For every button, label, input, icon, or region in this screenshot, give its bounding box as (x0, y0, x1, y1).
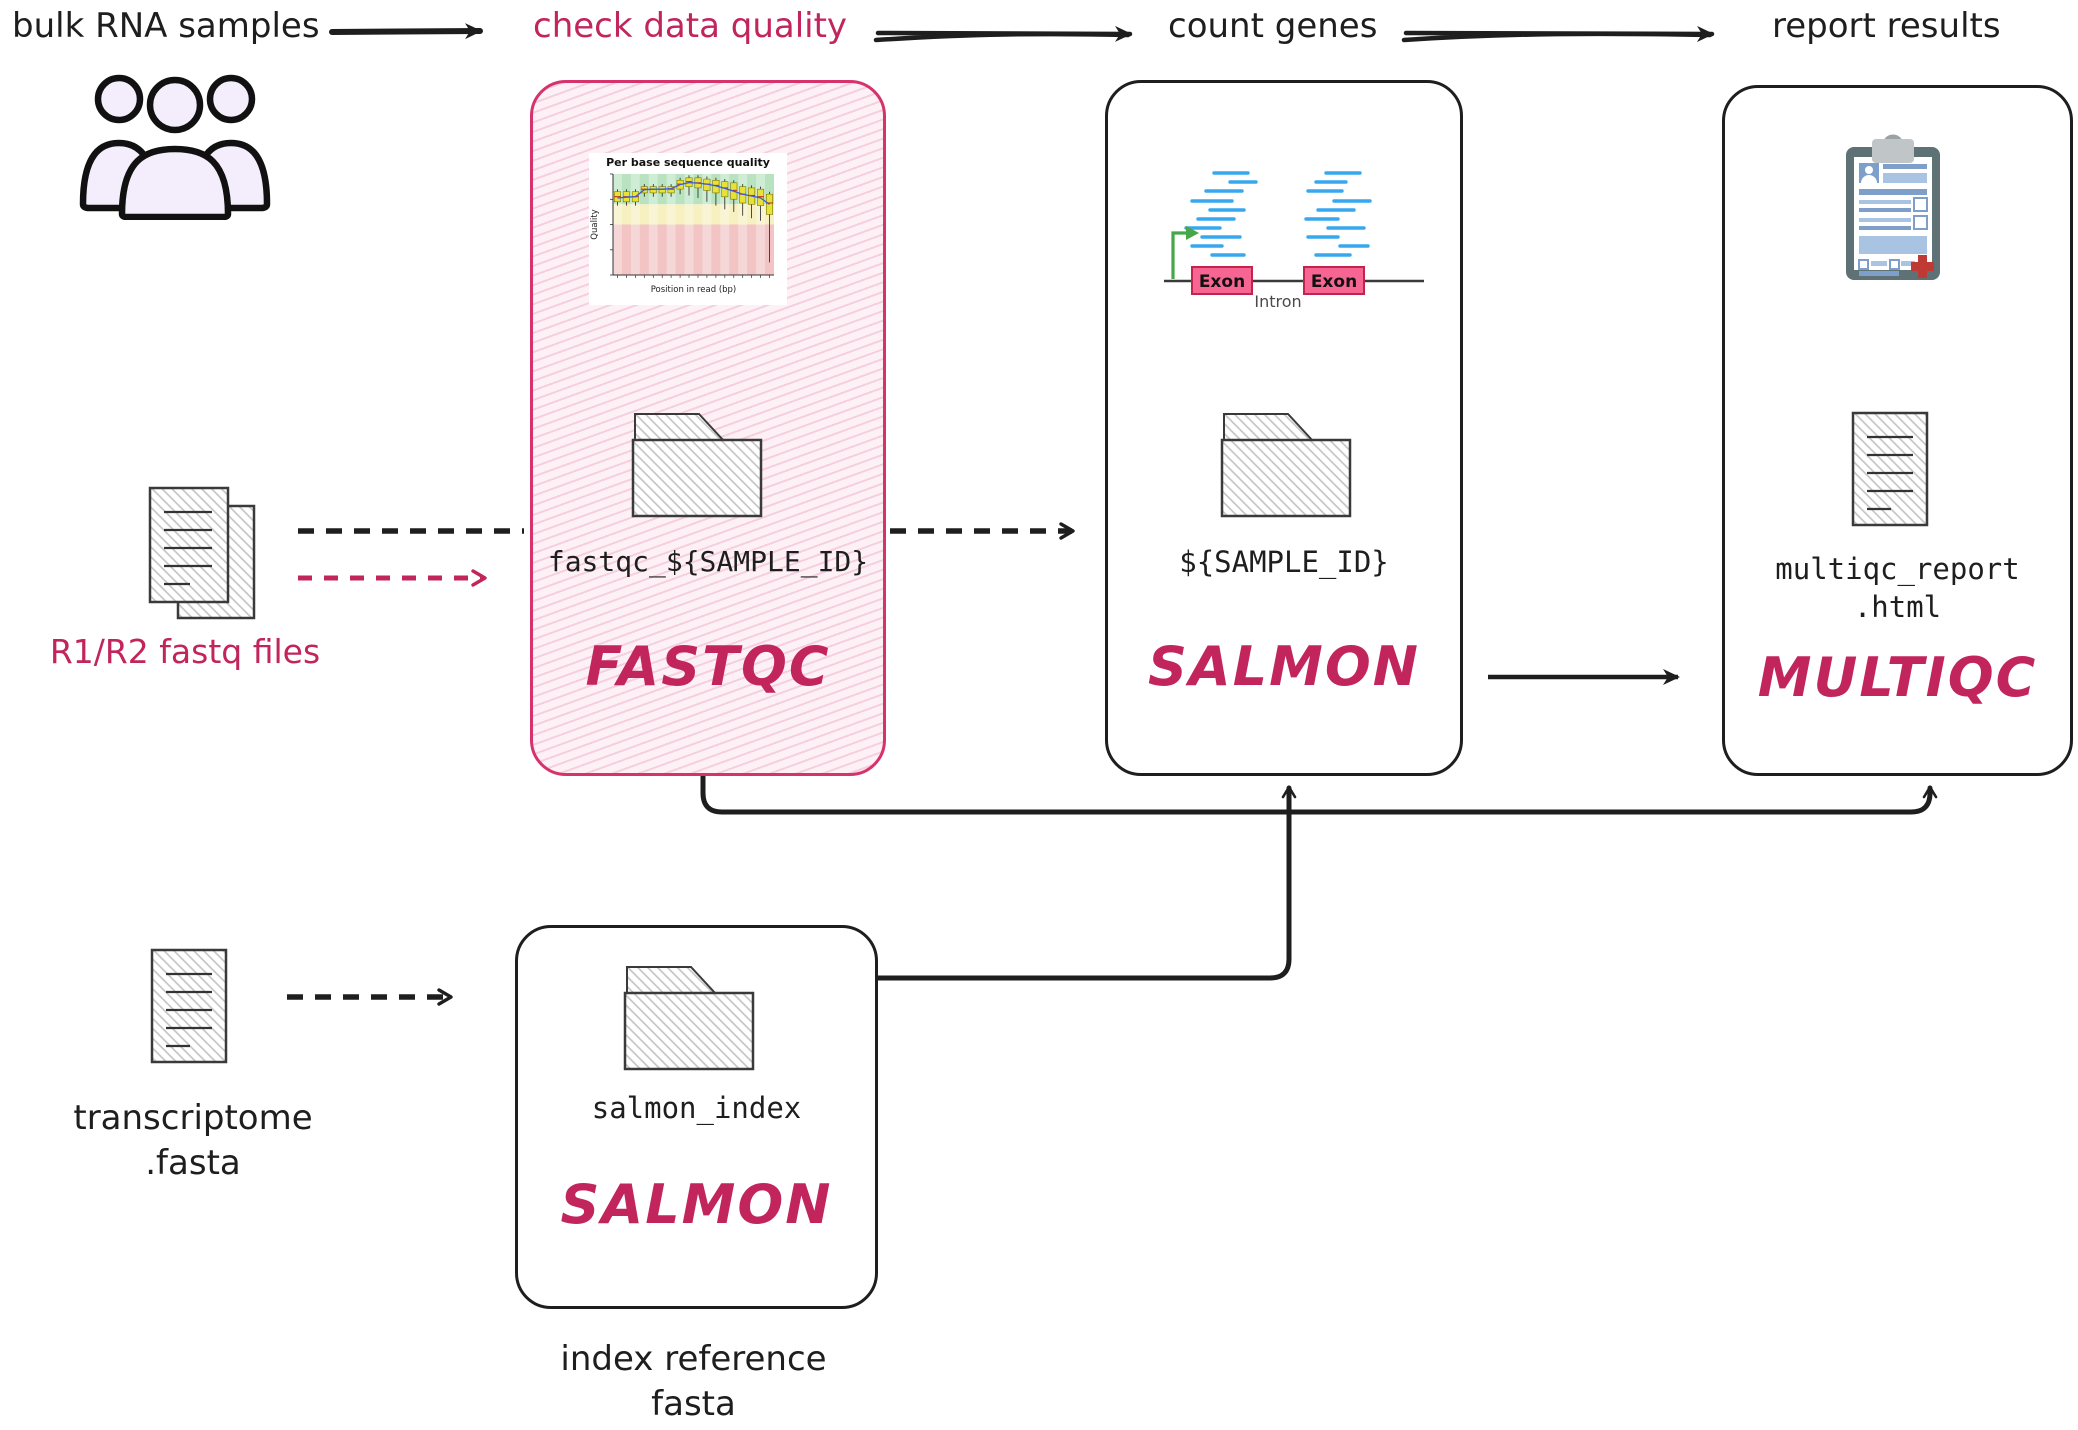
chart-title: Per base sequence quality (606, 156, 770, 169)
svg-text:Quality: Quality (590, 209, 600, 239)
intron-label: Intron (1254, 292, 1301, 311)
salmon-index-folder-label: salmon_index (591, 1091, 802, 1125)
fastq-files-icon (148, 486, 256, 620)
svg-text:Position in read (bp): Position in read (bp) (651, 285, 737, 295)
multiqc-report-filename-line1: multiqc_report (1775, 552, 2020, 586)
salmon-output-folder-icon (1220, 413, 1352, 518)
arrow-bulk-to-check (329, 23, 483, 40)
fastqc-tool-name: FASTQC (585, 635, 831, 698)
salmon-index-tool-name: SALMON (560, 1173, 833, 1236)
salmon-output-folder-label: ${SAMPLE_ID} (1179, 545, 1389, 579)
multiqc-tool-name: MULTIQC (1757, 646, 2038, 709)
arrow-check-to-count (873, 25, 1133, 43)
multiqc-report-filename-line2: .html (1853, 590, 1942, 624)
promoter-arrow-icon (1171, 226, 1199, 279)
fastqc-output-folder-label: fastqc_${SAMPLE_ID} (547, 545, 869, 578)
gene-reads-diagram: Exon Exon Intron (1164, 171, 1424, 311)
people-icon (79, 74, 271, 220)
multiqc-stage-box: multiqc_report .html MULTIQC (1722, 85, 2073, 776)
fastq-files-label: R1/R2 fastq files (49, 632, 321, 671)
step-label-report-results: report results (1772, 6, 2001, 46)
multiqc-report-file-icon (1851, 411, 1929, 527)
arrow-count-to-report (1401, 25, 1715, 43)
salmon-index-folder-icon (623, 966, 755, 1071)
salmon-stage-box: Exon Exon Intron ${SAMPLE_ID} SALMON (1105, 80, 1463, 776)
exon-box-left (1191, 266, 1253, 295)
rna-reads (1184, 171, 1372, 257)
exon-box-right (1303, 266, 1365, 295)
connector-index-to-salmon (871, 785, 1297, 981)
transcriptome-fasta-icon (150, 948, 228, 1064)
per-base-quality-chart: Position in read (bp) Quality (590, 173, 774, 295)
fastqc-output-folder-icon (631, 413, 763, 518)
salmon-index-stage-box: salmon_index SALMON (515, 925, 878, 1309)
index-reference-caption: index reference fasta (560, 1339, 827, 1424)
clipboard-report-icon (1846, 134, 1940, 280)
step-label-check-data-quality: check data quality (533, 6, 848, 46)
exon-left-label: Exon (1199, 272, 1245, 292)
salmon-tool-name: SALMON (1148, 635, 1420, 698)
fastqc-quality-chart-panel: Per base sequence quality Position in re… (589, 153, 787, 305)
connector-fastqc-to-multiqc (700, 769, 1938, 815)
fastqc-stage-box: Per base sequence quality Position in re… (530, 80, 886, 776)
exon-right-label: Exon (1311, 272, 1357, 292)
medical-cross-icon (1911, 255, 1934, 278)
transcriptome-label: transcriptome .fasta (73, 1098, 313, 1183)
step-label-count-genes: count genes (1168, 6, 1378, 46)
step-label-bulk-rna-samples: bulk RNA samples (12, 6, 320, 46)
